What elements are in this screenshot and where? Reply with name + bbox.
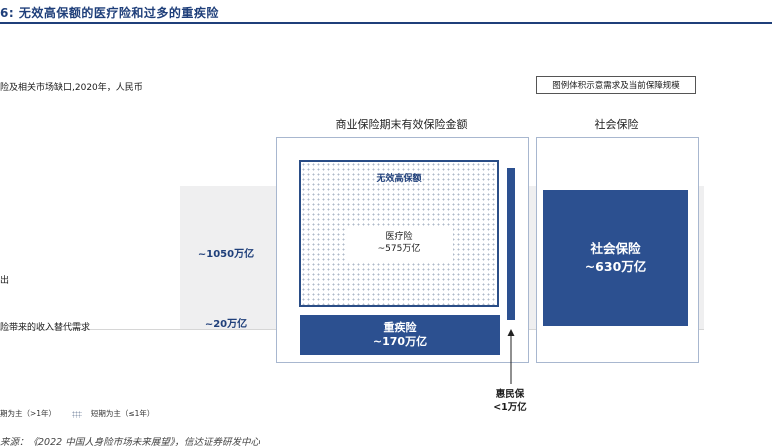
row-label-income: 险带来的收入替代需求	[0, 323, 91, 333]
medical-value: ~575万亿	[377, 244, 421, 254]
huiminbao-name: 惠民保	[495, 389, 525, 400]
critical-illness-box: 重疾险 ~170万亿	[300, 315, 500, 355]
medical-label: 医疗险 ~575万亿	[345, 231, 453, 255]
huiminbao-bar	[507, 168, 515, 320]
row-label-expense: 出	[0, 276, 10, 286]
title-divider	[0, 22, 772, 24]
social-heading: 社会保险	[594, 118, 639, 131]
source-note: 来源：《2022 中国人身险市场未来展望》，信达证券研发中心	[0, 437, 260, 448]
medical-label-backdrop	[345, 227, 453, 261]
legend-long-term: 期为主（>1年）	[0, 409, 57, 418]
social-value: ~630万亿	[584, 259, 647, 274]
legend-note: 图例体积示意需求及当前保障规模	[536, 76, 696, 94]
critical-name: 重疾险	[383, 321, 417, 334]
social-insurance-box: 社会保险 ~630万亿	[543, 190, 688, 326]
footer-legend: 期为主（>1年） 短期为主（≤1年）	[0, 408, 154, 419]
dotted-swatch-icon	[72, 410, 83, 418]
medical-name: 医疗险	[385, 232, 413, 242]
amount-small: ~20万亿	[204, 319, 248, 330]
huiminbao-arrow	[507, 329, 515, 384]
amount-large: ~1050万亿	[197, 249, 255, 260]
huiminbao-value: <1万亿	[493, 402, 527, 413]
figure-subtitle: 险及相关市场缺口,2020年，人民币	[0, 83, 143, 93]
commercial-heading: 商业保险期末有效保险金额	[335, 118, 468, 131]
figure-title: 6: 无效高保额的医疗险和过多的重疾险	[0, 6, 219, 20]
critical-value: ~170万亿	[372, 335, 428, 348]
social-name: 社会保险	[590, 241, 641, 256]
legend-short-term: 短期为主（≤1年）	[90, 409, 155, 418]
invalid-coverage-label: 无效高保额	[376, 174, 422, 184]
huiminbao-label: 惠民保 <1万亿	[480, 388, 540, 414]
